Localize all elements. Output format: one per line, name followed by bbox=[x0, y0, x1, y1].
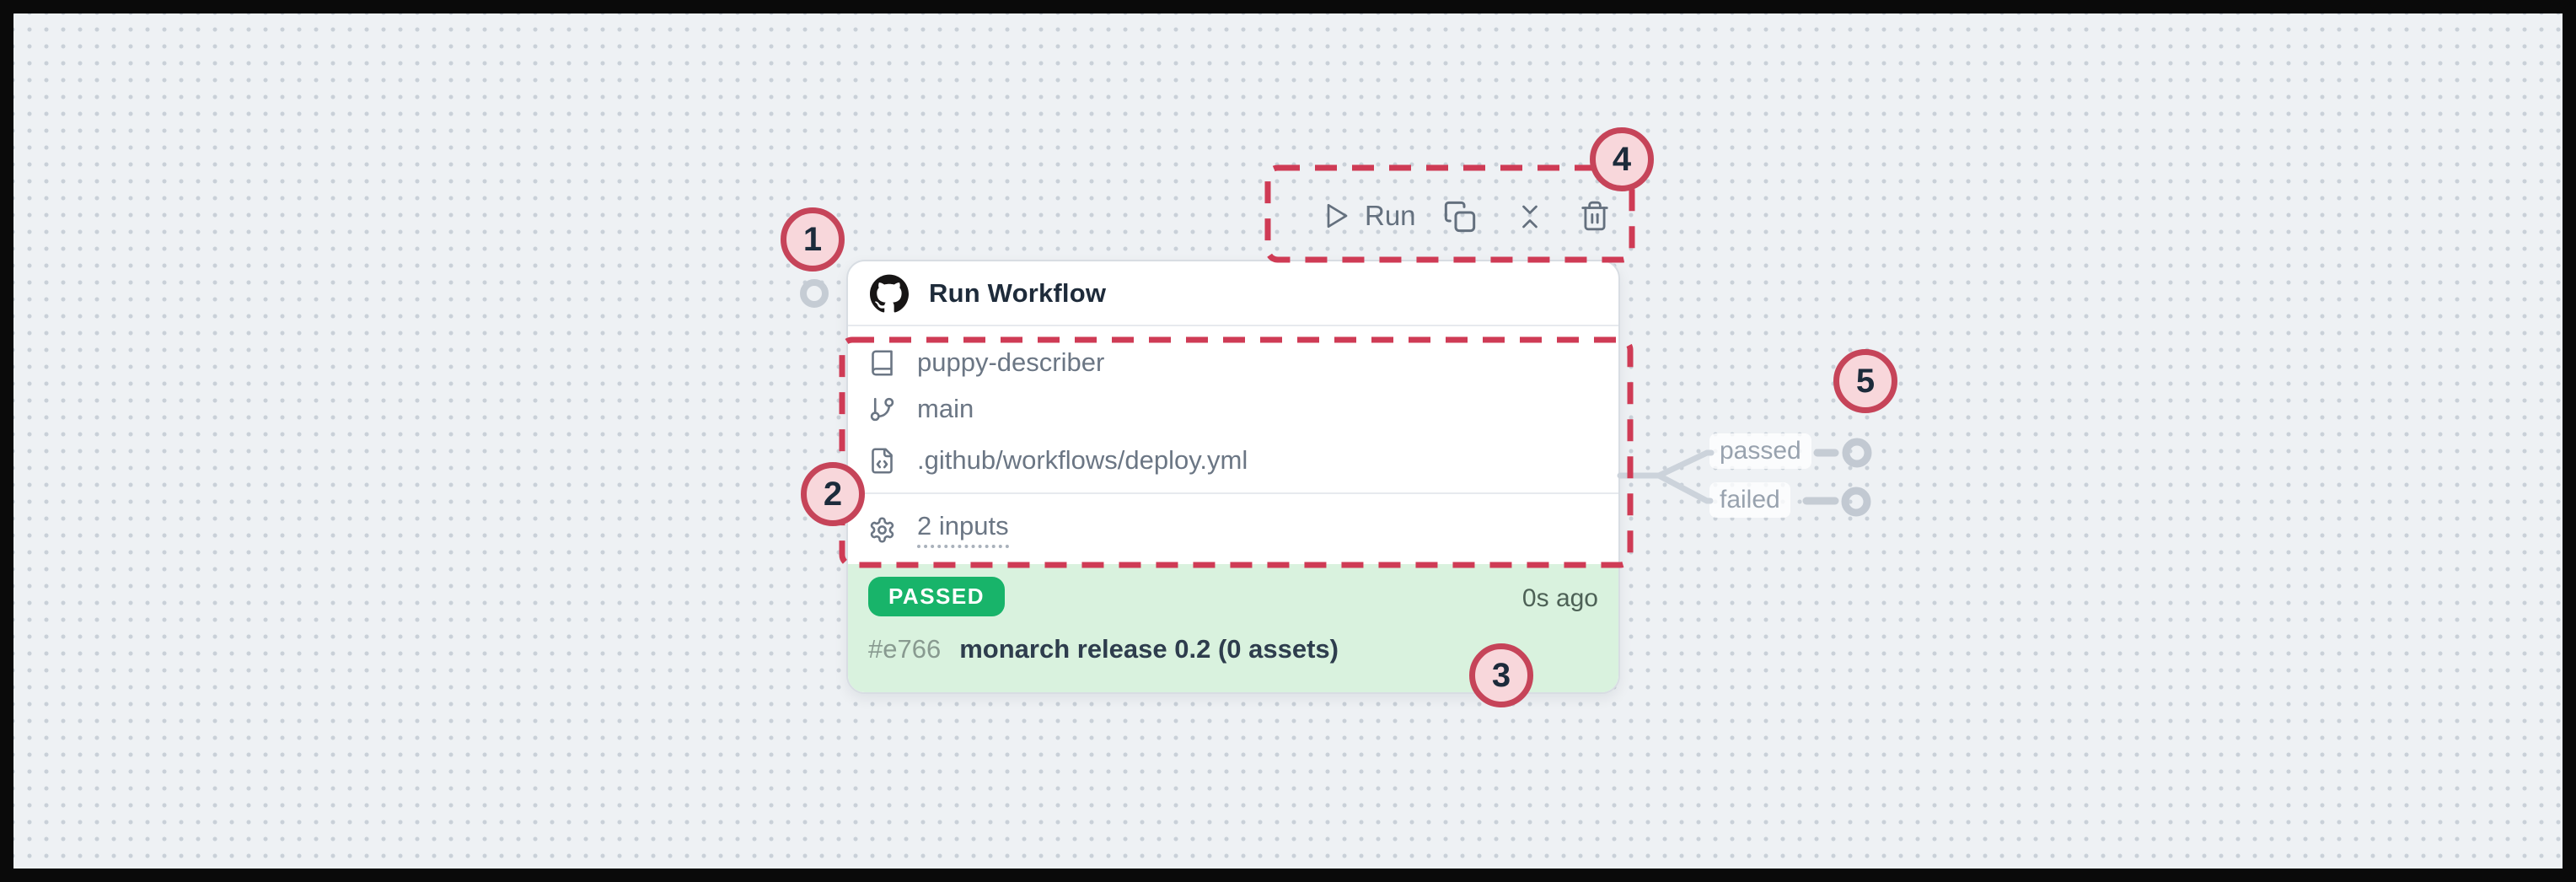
node-header[interactable]: Run Workflow bbox=[848, 261, 1618, 326]
run-id: #e766 bbox=[868, 634, 942, 664]
trash-icon bbox=[1581, 201, 1608, 231]
inputs-link[interactable]: 2 inputs bbox=[917, 511, 1009, 548]
branch-value: main bbox=[917, 394, 974, 423]
annotation-marker-5: 5 bbox=[1833, 349, 1897, 413]
passed-output-label[interactable]: passed bbox=[1709, 433, 1811, 469]
run-button[interactable]: Run bbox=[1321, 200, 1416, 232]
status-badge: PASSED bbox=[868, 577, 1005, 616]
input-port[interactable] bbox=[800, 279, 829, 308]
repo-field[interactable]: puppy-describer bbox=[868, 344, 1104, 381]
passed-output-port[interactable] bbox=[1842, 438, 1872, 468]
workflow-file-field[interactable]: .github/workflows/deploy.yml bbox=[868, 442, 1248, 479]
file-code-icon bbox=[872, 447, 893, 474]
book-icon bbox=[872, 349, 893, 376]
annotation-marker-3: 3 bbox=[1469, 643, 1533, 707]
annotation-marker-2: 2 bbox=[801, 462, 865, 526]
copy-icon bbox=[1444, 201, 1476, 233]
node-title: Run Workflow bbox=[929, 277, 1107, 308]
collapse-vertical-icon bbox=[1522, 205, 1538, 229]
collapse-button[interactable] bbox=[1515, 202, 1545, 232]
workflow-file-value: .github/workflows/deploy.yml bbox=[917, 445, 1248, 475]
run-button-label: Run bbox=[1365, 200, 1416, 231]
annotation-marker-1: 1 bbox=[781, 207, 845, 272]
run-time-ago: 0s ago bbox=[1521, 584, 1598, 612]
failed-output-label[interactable]: failed bbox=[1709, 482, 1790, 518]
run-workflow-node[interactable]: Run Workflow puppy-describer main bbox=[846, 260, 1620, 694]
annotation-marker-4: 4 bbox=[1590, 127, 1654, 191]
delete-button[interactable] bbox=[1579, 200, 1611, 232]
branch-field[interactable]: main bbox=[868, 390, 974, 428]
github-icon bbox=[870, 274, 909, 312]
section-divider bbox=[848, 492, 1618, 494]
repo-value: puppy-describer bbox=[917, 347, 1105, 377]
inputs-field[interactable]: 2 inputs bbox=[868, 511, 1009, 548]
git-branch-icon bbox=[870, 397, 894, 421]
run-title: monarch release 0.2 (0 assets) bbox=[959, 634, 1339, 664]
failed-output-port[interactable] bbox=[1841, 487, 1871, 517]
output-fork-wire bbox=[1617, 449, 1715, 504]
gear-icon bbox=[870, 516, 894, 543]
play-icon bbox=[1327, 203, 1348, 229]
duplicate-button[interactable] bbox=[1443, 200, 1477, 234]
